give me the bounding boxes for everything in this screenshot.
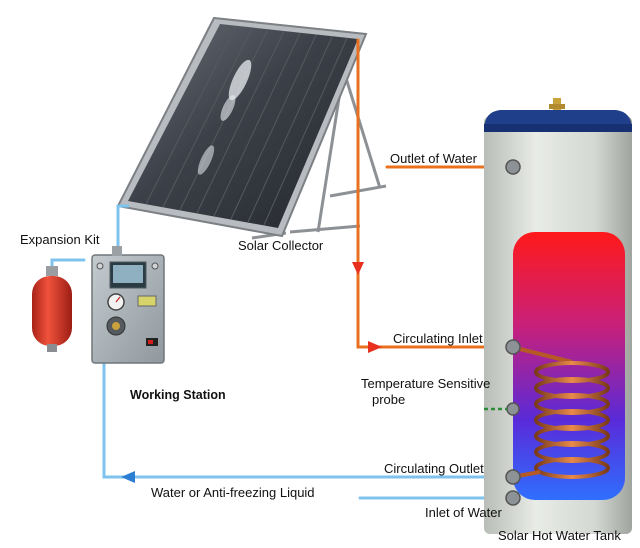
label-temperature-sensitive: Temperature Sensitive <box>361 376 491 391</box>
expansion-tank <box>32 266 72 352</box>
label-probe: probe <box>372 392 406 407</box>
station-nameplate <box>137 295 157 307</box>
controller-display <box>113 265 143 283</box>
label-solar-collector: Solar Collector <box>238 238 324 253</box>
label-water-or-antifreezing-liquid: Water or Anti-freezing Liquid <box>151 485 315 500</box>
port-inlet-of-water <box>505 490 521 506</box>
label-inlet-of-water: Inlet of Water <box>425 505 502 520</box>
flow-arrow-left <box>121 471 135 483</box>
label-circulating-inlet: Circulating Inlet <box>393 331 483 346</box>
solar-collector <box>116 16 387 240</box>
tank-ports <box>505 159 521 506</box>
label-circulating-outlet: Circulating Outlet <box>384 461 484 476</box>
flow-arrow-right <box>368 341 382 353</box>
port-temperature-probe <box>506 402 520 416</box>
working-station-box <box>91 246 165 364</box>
collector-absorber <box>128 24 358 228</box>
label-working-station: Working Station <box>130 388 226 402</box>
solar-hot-water-tank <box>484 98 632 534</box>
port-circulating-inlet <box>505 339 521 355</box>
collector-fins <box>145 25 348 226</box>
heat-exchanger-coil <box>511 345 610 479</box>
port-outlet-of-water <box>505 159 521 175</box>
flow-arrows-hot <box>352 262 382 353</box>
flow-arrow-down <box>352 262 364 275</box>
label-outlet-of-water: Outlet of Water <box>390 151 477 166</box>
label-solar-hot-water-tank: Solar Hot Water Tank <box>498 528 621 543</box>
label-expansion-kit: Expansion Kit <box>20 232 100 247</box>
port-circulating-outlet <box>505 469 521 485</box>
